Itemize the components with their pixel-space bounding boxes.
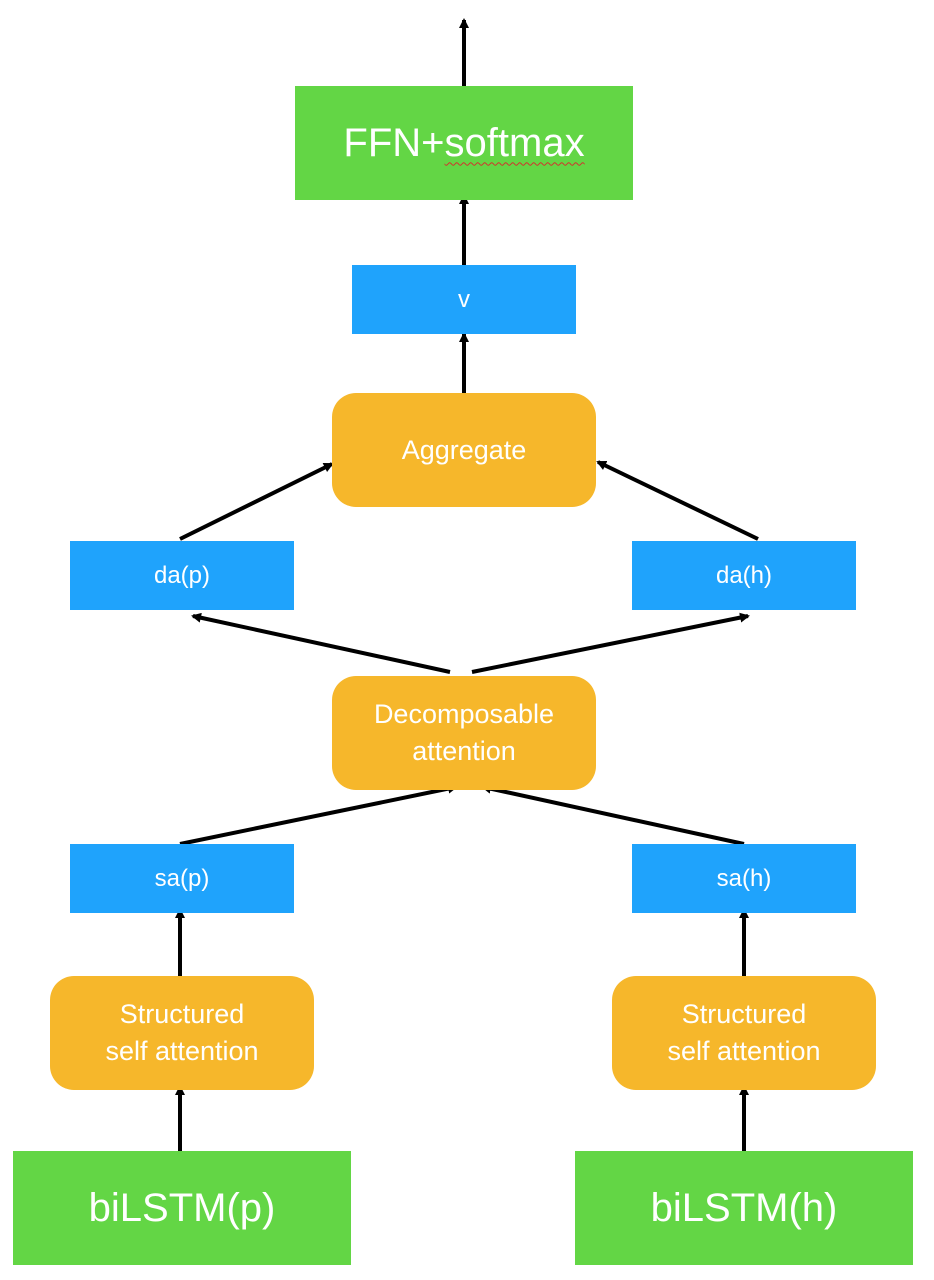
arrow-sah-to-decomp — [481, 783, 745, 846]
bilstm-h-label: biLSTM(h) — [650, 1185, 838, 1230]
decomposable-label-line1: Decomposable — [373, 699, 555, 729]
ffn-softmax-node: FFN+softmax — [295, 86, 633, 200]
sa-h-label: sa(h) — [716, 864, 772, 892]
structured-left-line2: self attention — [105, 1036, 259, 1066]
arrow-decomp-to-dah — [471, 612, 750, 674]
da-p-node: da(p) — [70, 541, 294, 610]
bilstm-p-node: biLSTM(p) — [13, 1151, 351, 1265]
decomposable-attention-node: Decomposable attention — [332, 676, 596, 790]
structured-attention-right-node: Structured self attention — [612, 976, 876, 1090]
aggregate-label: Aggregate — [401, 434, 527, 465]
arrow-decomp-to-dap — [191, 612, 451, 674]
arrow-dap-to-aggregate — [179, 462, 334, 541]
da-h-label: da(h) — [715, 561, 773, 589]
arrow-dah-to-aggregate — [596, 460, 759, 541]
bilstm-p-label: biLSTM(p) — [88, 1185, 276, 1230]
v-label: v — [458, 285, 470, 313]
structured-right-line2: self attention — [667, 1036, 821, 1066]
da-h-node: da(h) — [632, 541, 856, 610]
structured-attention-left-node: Structured self attention — [50, 976, 314, 1090]
aggregate-node: Aggregate — [332, 393, 596, 507]
ffn-softmax-label: softmax — [444, 120, 585, 165]
ffn-prefix-label: FFN+ — [343, 120, 445, 165]
structured-left-line1: Structured — [119, 999, 245, 1029]
arrow-sap-to-decomp — [179, 783, 458, 846]
sa-p-node: sa(p) — [70, 844, 294, 913]
decomposable-label-line2: attention — [412, 736, 516, 766]
bilstm-h-node: biLSTM(h) — [575, 1151, 913, 1265]
sa-p-label: sa(p) — [154, 864, 210, 892]
v-node: v — [352, 265, 576, 334]
structured-right-line1: Structured — [681, 999, 807, 1029]
sa-h-node: sa(h) — [632, 844, 856, 913]
da-p-label: da(p) — [153, 561, 211, 589]
